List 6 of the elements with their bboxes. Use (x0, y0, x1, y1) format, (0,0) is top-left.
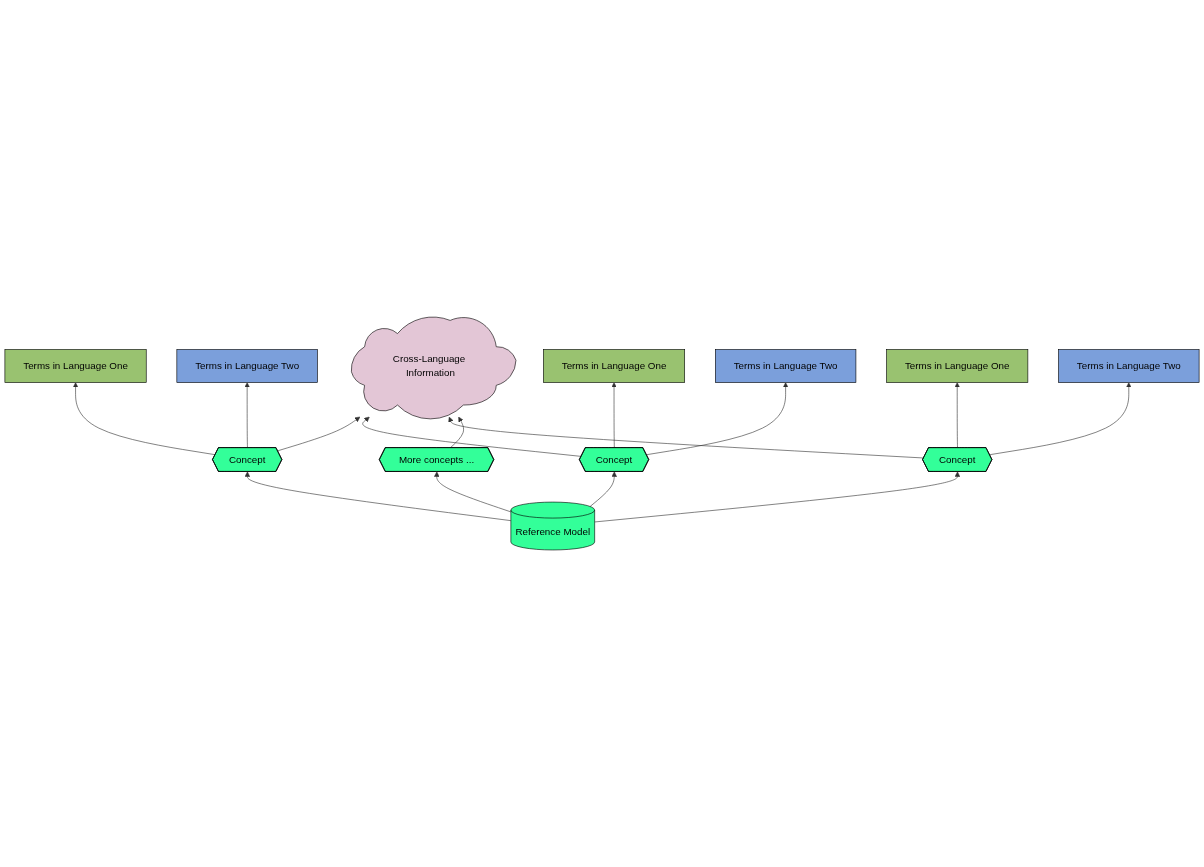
node-box: Terms in Language Two (176, 349, 318, 383)
node-box: Terms in Language Two (715, 349, 857, 383)
node-box: Terms in Language One (4, 349, 147, 383)
node-box: Terms in Language One (543, 349, 685, 383)
node-box: Terms in Language One (886, 349, 1029, 383)
node-box: Terms in Language Two (1058, 349, 1200, 383)
